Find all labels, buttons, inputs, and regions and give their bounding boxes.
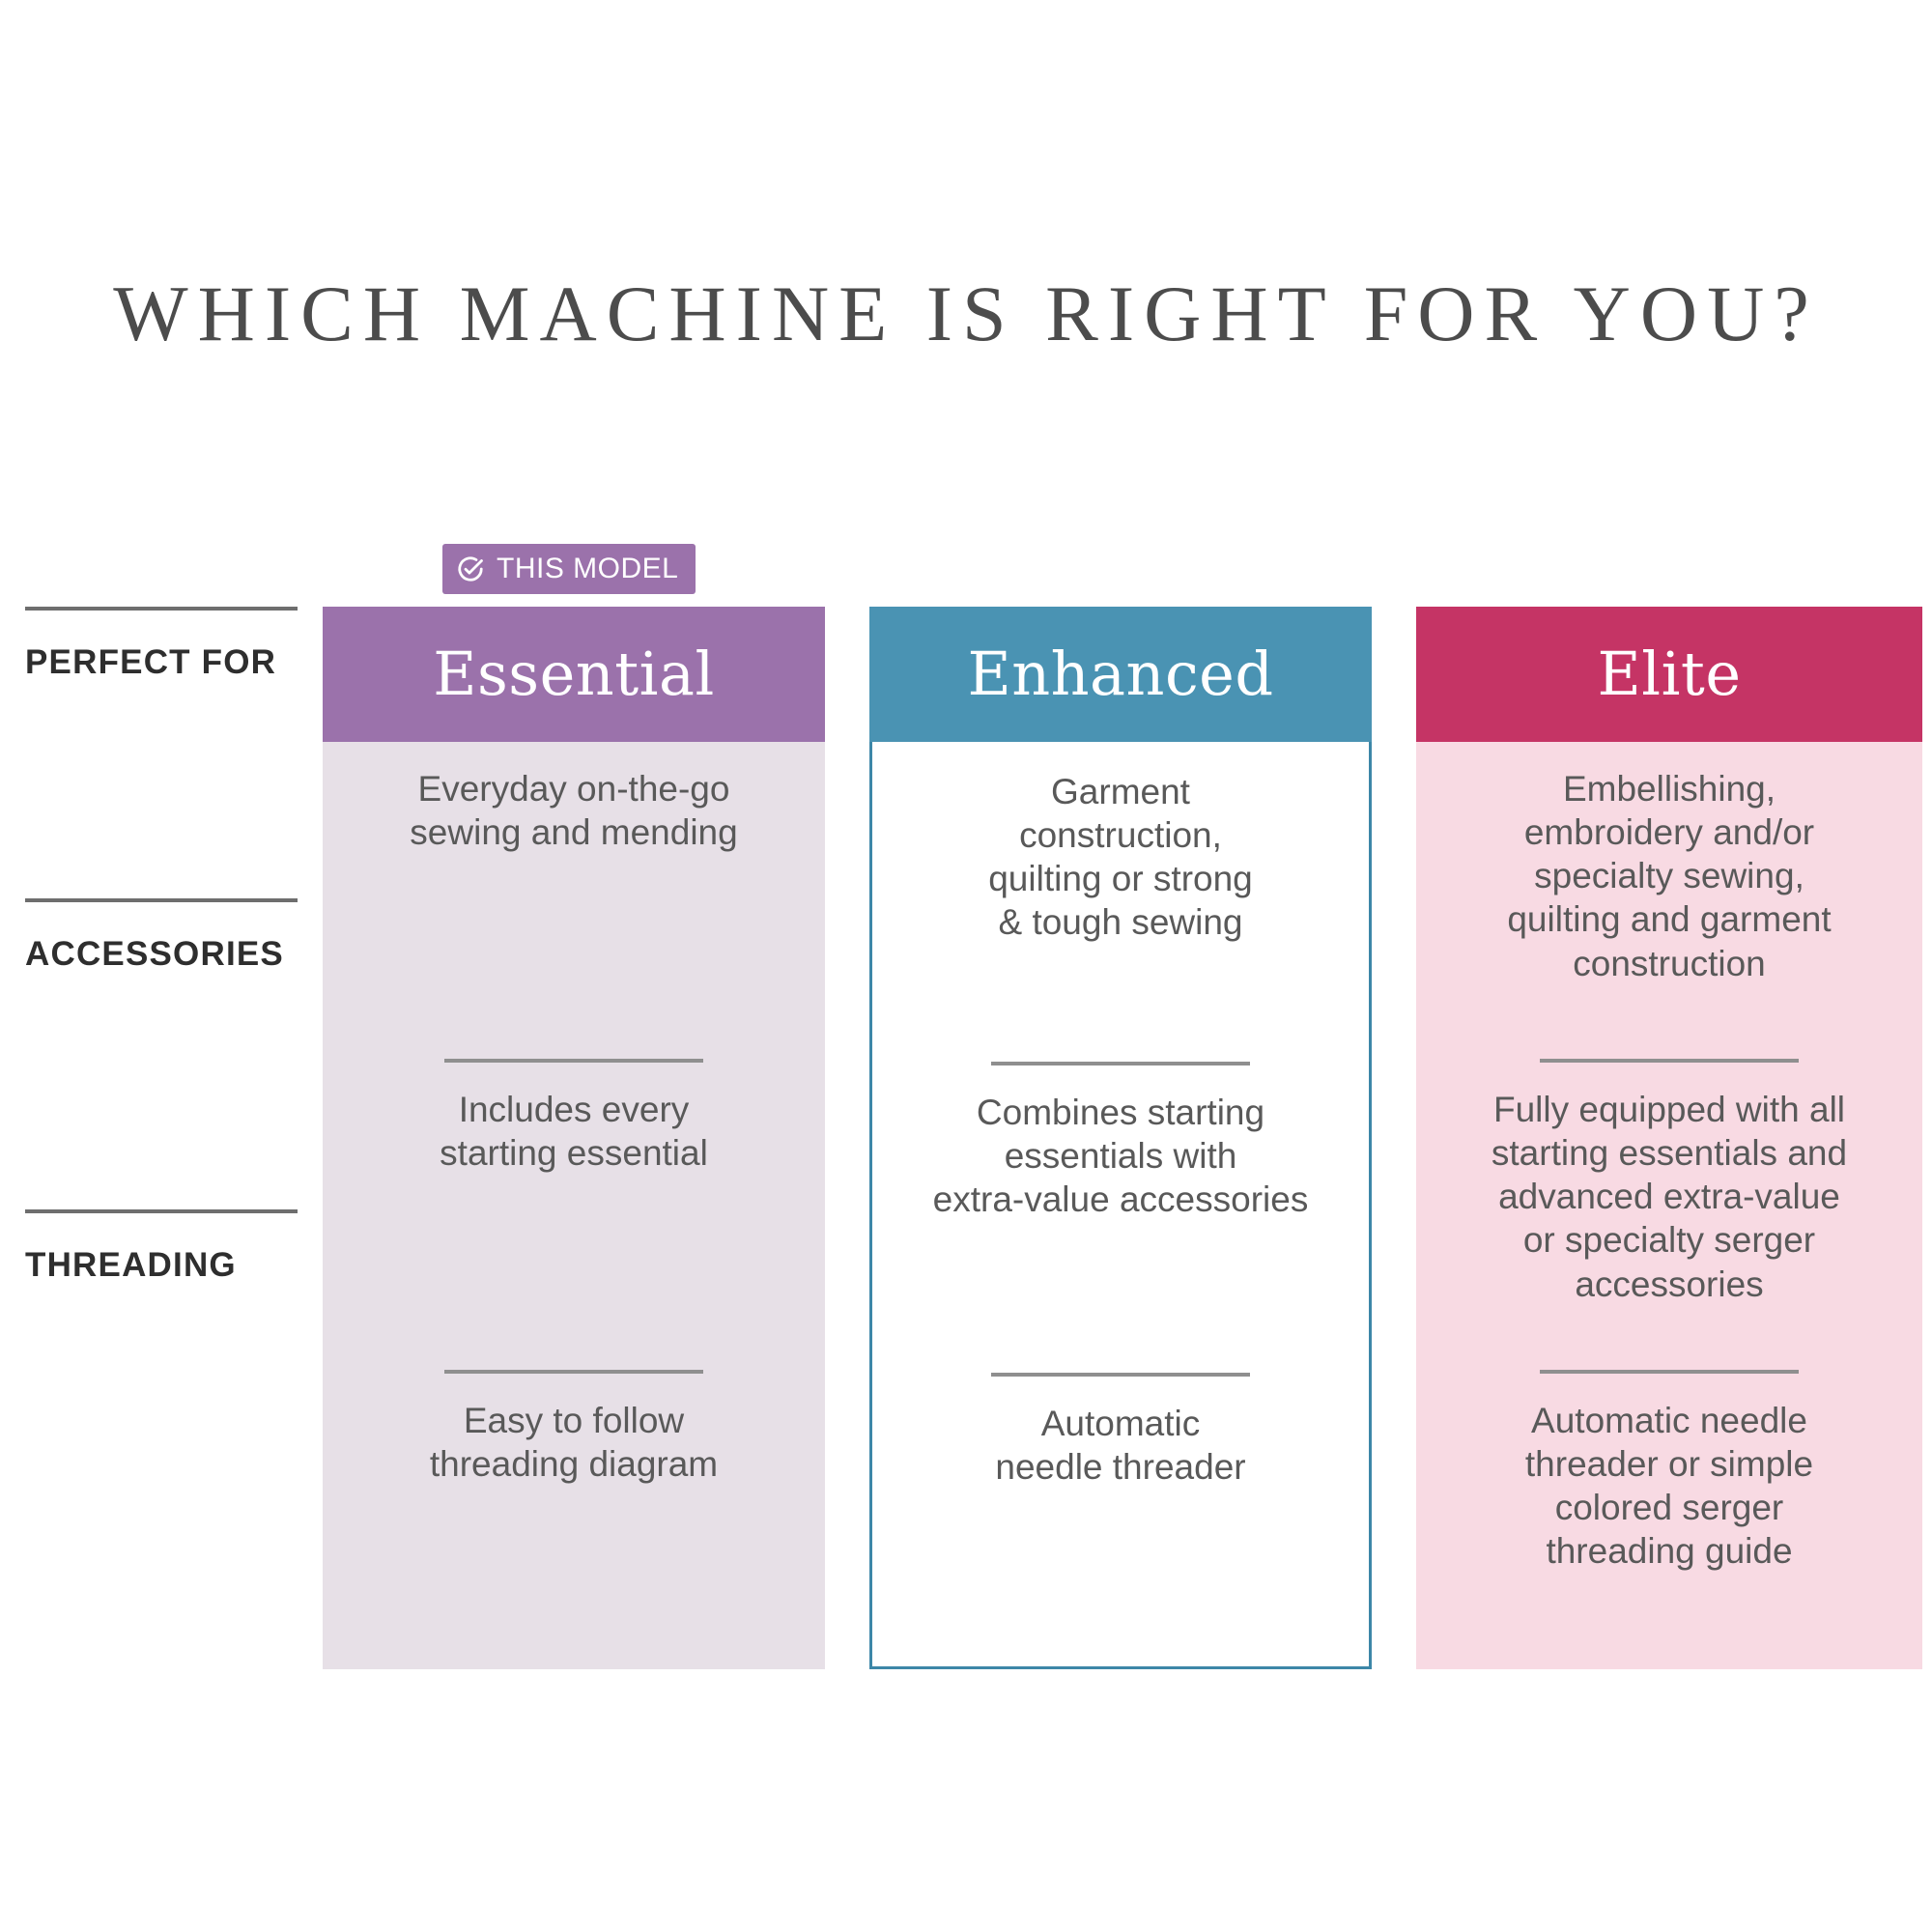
cell-essential-threading: Easy to follow threading diagram [323,1370,825,1486]
cell-text: Combines starting essentials with extra-… [932,1093,1309,1220]
cell-enhanced-accessories: Combines starting essentials with extra-… [872,1062,1369,1221]
comparison-table: Essential Everyday on-the-go sewing and … [0,607,1932,1669]
row-label-accessories: ACCESSORIES [25,898,298,971]
column-header-elite: Elite [1416,607,1922,742]
cell-text: Everyday on-the-go sewing and mending [410,769,738,853]
cell-text: Embellishing, embroidery and/or specialt… [1507,769,1832,983]
cell-divider [444,1059,703,1063]
cell-divider [1540,1370,1799,1374]
cell-text: Automatic needle threader or simple colo… [1524,1401,1814,1572]
cell-text: Easy to follow threading diagram [429,1401,719,1485]
row-label-perfect-for: PERFECT FOR [25,607,298,679]
cell-elite-threading: Automatic needle threader or simple colo… [1416,1370,1922,1574]
column-enhanced[interactable]: Enhanced Garment construction, quilting … [869,607,1372,1669]
cell-elite-perfect-for: Embellishing, embroidery and/or specialt… [1416,767,1922,985]
column-header-label: Enhanced [967,639,1274,709]
cell-text: Includes every starting essential [440,1090,708,1174]
row-label-divider [25,1209,298,1213]
column-header-essential: Essential [323,607,825,742]
cell-essential-perfect-for: Everyday on-the-go sewing and mending [323,767,825,854]
cell-text: Garment construction, quilting or strong… [988,772,1253,943]
row-label-text: PERFECT FOR [25,643,277,681]
title-band: WHICH MACHINE IS RIGHT FOR YOU? [0,251,1932,377]
cell-text: Automatic needle threader [995,1404,1246,1488]
row-label-text: THREADING [25,1246,237,1284]
check-circle-icon [456,554,485,583]
row-label-divider [25,898,298,902]
cell-divider [991,1373,1250,1377]
cell-enhanced-perfect-for: Garment construction, quilting or strong… [872,770,1369,945]
this-model-badge-label: THIS MODEL [497,553,679,584]
row-label-column: PERFECT FOR ACCESSORIES THREADING [0,607,323,1669]
column-header-label: Essential [433,639,715,709]
cell-divider [991,1062,1250,1065]
column-header-label: Elite [1597,639,1742,709]
page-title: WHICH MACHINE IS RIGHT FOR YOU? [113,270,1819,357]
column-header-enhanced: Enhanced [869,607,1372,742]
cell-divider [444,1370,703,1374]
cell-essential-accessories: Includes every starting essential [323,1059,825,1175]
cell-enhanced-threading: Automatic needle threader [872,1373,1369,1489]
column-elite[interactable]: Elite Embellishing, embroidery and/or sp… [1416,607,1922,1669]
cell-elite-accessories: Fully equipped with all starting essenti… [1416,1059,1922,1306]
column-essential[interactable]: Essential Everyday on-the-go sewing and … [323,607,825,1669]
row-label-divider [25,607,298,611]
cell-divider [1540,1059,1799,1063]
this-model-badge: THIS MODEL [442,544,696,594]
row-label-text: ACCESSORIES [25,935,284,973]
cell-text: Fully equipped with all starting essenti… [1491,1090,1848,1304]
row-label-threading: THREADING [25,1209,298,1282]
